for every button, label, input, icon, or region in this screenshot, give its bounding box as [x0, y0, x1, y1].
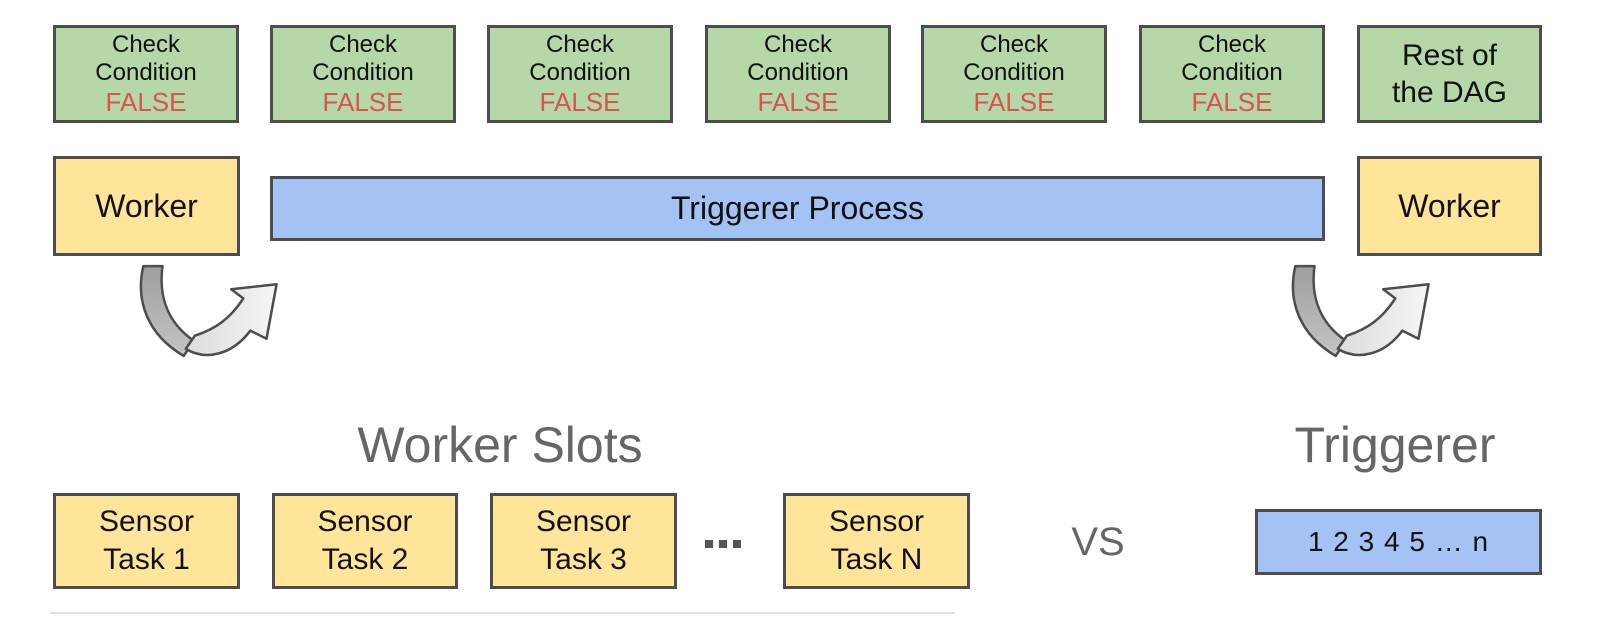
- check-condition-box: Check Condition FALSE: [921, 25, 1107, 123]
- check-label-line: Check: [111, 31, 181, 58]
- check-condition-box: Check Condition FALSE: [1139, 25, 1325, 123]
- status-false: FALSE: [539, 87, 621, 117]
- worker-label: Worker: [95, 187, 198, 224]
- check-label-line: Check: [1197, 31, 1267, 58]
- sensor-task-line: Sensor: [98, 505, 195, 538]
- sensor-task-box: Sensor Task 2: [272, 493, 458, 589]
- triggerer-heading: Triggerer: [1294, 417, 1496, 473]
- check-label-line: Check: [328, 31, 398, 58]
- check-condition-box: Check Condition FALSE: [705, 25, 891, 123]
- sensor-task-line: Sensor: [828, 505, 925, 538]
- worker-box-right: Worker: [1357, 156, 1542, 256]
- check-label-line: Condition: [1181, 59, 1283, 86]
- cropped-bottom-line: [50, 612, 955, 614]
- check-label-line: Check: [979, 31, 1049, 58]
- dot: [705, 540, 713, 548]
- vs-label: VS: [1071, 520, 1125, 564]
- sensor-task-line: Sensor: [535, 505, 632, 538]
- curved-arrow-icon: [139, 264, 278, 358]
- check-label-line: Condition: [95, 59, 197, 86]
- status-false: FALSE: [105, 87, 187, 117]
- sensor-task-line: Task N: [830, 543, 923, 576]
- dot: [733, 540, 741, 548]
- check-condition-box: Check Condition FALSE: [487, 25, 673, 123]
- worker-label: Worker: [1398, 187, 1501, 224]
- status-false: FALSE: [757, 87, 839, 117]
- sensor-task-box: Sensor Task N: [783, 493, 970, 589]
- check-label-line: Condition: [312, 59, 414, 86]
- rest-of-dag-line: the DAG: [1391, 76, 1508, 109]
- check-label-line: Condition: [963, 59, 1065, 86]
- check-label-line: Check: [545, 31, 615, 58]
- curved-arrow-icon: [1291, 264, 1430, 358]
- dot: [719, 540, 727, 548]
- check-label-line: Condition: [747, 59, 849, 86]
- sensor-task-line: Sensor: [317, 505, 413, 538]
- worker-slots-heading: Worker Slots: [357, 417, 643, 473]
- check-label-line: Check: [763, 31, 833, 58]
- sensor-task-box: Sensor Task 3: [490, 493, 677, 589]
- rest-of-dag-line: Rest of: [1401, 39, 1498, 72]
- rest-of-dag-box: Rest of the DAG: [1357, 25, 1542, 123]
- sensor-task-box: Sensor Task 1: [53, 493, 240, 589]
- worker-box-left: Worker: [53, 156, 240, 256]
- status-false: FALSE: [1191, 87, 1273, 117]
- triggerer-process-label: Triggerer Process: [670, 190, 925, 226]
- status-false: FALSE: [322, 87, 404, 117]
- triggerer-process-bar: Triggerer Process: [270, 176, 1325, 241]
- triggerer-slots-label: 1 2 3 4 5 … n: [1307, 526, 1490, 557]
- check-label-line: Condition: [529, 59, 631, 86]
- sensor-task-line: Task 2: [321, 543, 409, 576]
- status-false: FALSE: [973, 87, 1055, 117]
- sensor-task-line: Task 1: [103, 543, 190, 576]
- check-condition-box: Check Condition FALSE: [53, 25, 239, 123]
- check-condition-box: Check Condition FALSE: [270, 25, 456, 123]
- sensor-task-line: Task 3: [540, 543, 627, 576]
- triggerer-slots-box: 1 2 3 4 5 … n: [1255, 509, 1542, 575]
- ellipsis-dots: [705, 540, 741, 548]
